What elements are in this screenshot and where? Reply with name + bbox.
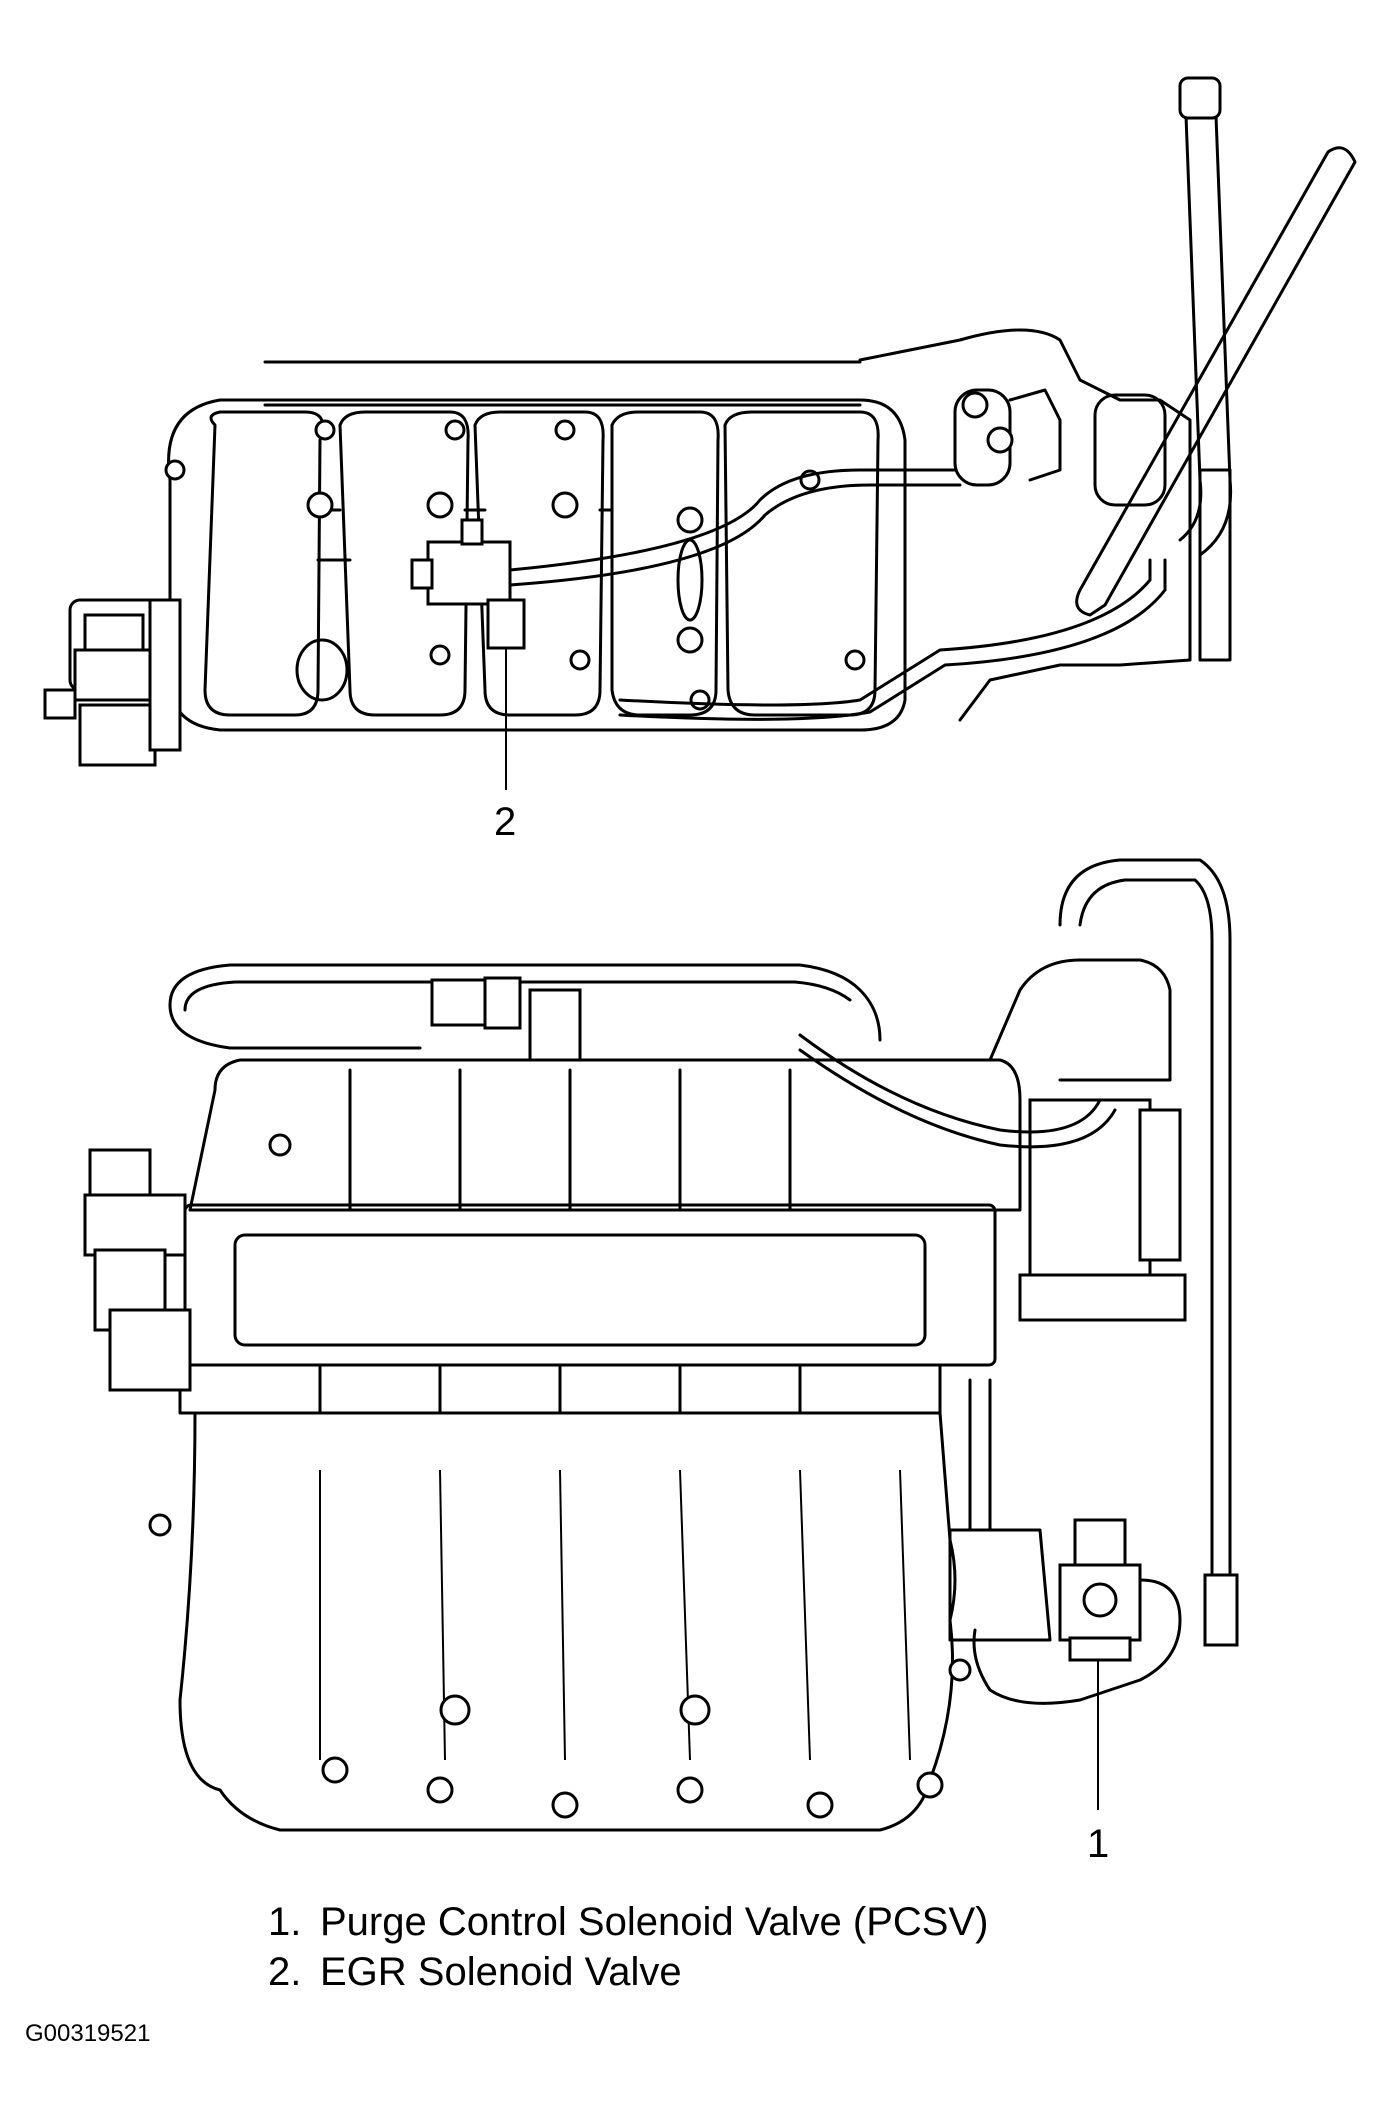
bottom-view-manifold: [83, 858, 1239, 1832]
egr-valve-callout-number: 2: [494, 800, 517, 844]
legend-number: 2.: [268, 1950, 302, 1994]
legend-item-2: 2. EGR Solenoid Valve: [268, 1950, 682, 1995]
legend-label: Purge Control Solenoid Valve (PCSV): [320, 1900, 989, 1944]
legend-item-1: 1. Purge Control Solenoid Valve (PCSV): [268, 1900, 988, 1945]
top-view-manifold: [43, 76, 1357, 790]
legend-number: 1.: [268, 1900, 302, 1944]
legend-label: EGR Solenoid Valve: [320, 1950, 682, 1994]
figure-id: G00319521: [25, 2020, 151, 2047]
purge-valve-callout-number: 1: [1087, 1822, 1110, 1866]
